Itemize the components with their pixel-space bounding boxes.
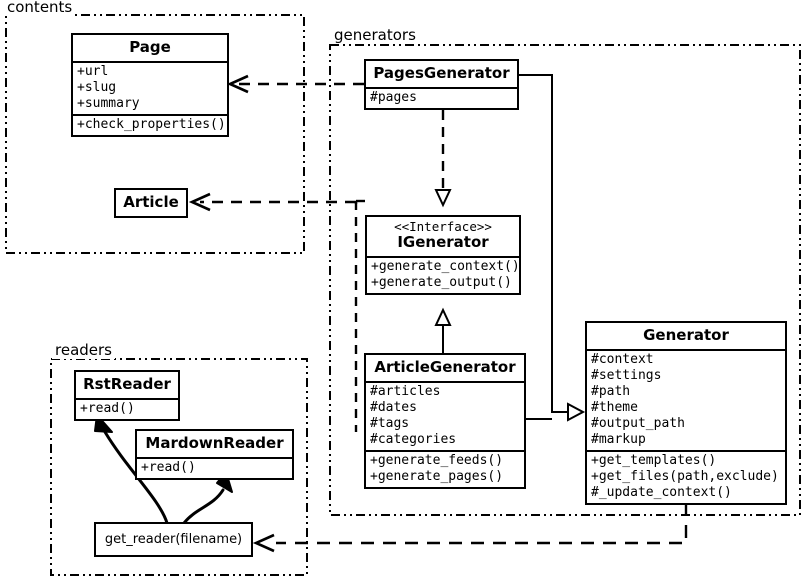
articlegenerator-attribute: #categories [370,432,457,447]
uml-class-article[interactable]: Article [114,188,188,218]
page-operation: +check_properties() [77,117,226,132]
uml-function-get-reader[interactable]: get_reader(filename) [94,522,253,557]
igenerator-class-name: IGenerator [397,233,489,251]
rstreader-class-name: RstReader [83,375,171,393]
uml-class-pagesgenerator[interactable]: PagesGenerator #pages [364,59,519,110]
mardownreader-class-name: MardownReader [145,434,284,452]
page-attribute: +summary [77,96,140,111]
generator-attribute: #output_path [591,416,685,431]
articlegenerator-operations: +generate_feeds() +generate_pages() [366,450,524,487]
articlegenerator-attribute: #dates [370,400,417,415]
page-attribute: +url [77,64,109,79]
realization-pagesgenerator-igenerator [434,110,452,208]
uml-interface-igenerator[interactable]: <<Interface>> IGenerator +generate_conte… [365,215,521,295]
igenerator-operation: +generate_output() [371,275,512,290]
page-operations: +check_properties() [73,114,227,135]
articlegenerator-attributes: #articles #dates #tags #categories [366,381,524,450]
rstreader-operation: +read() [80,401,135,416]
uml-class-articlegenerator[interactable]: ArticleGenerator #articles #dates #tags … [364,353,526,489]
generator-attribute: #markup [591,432,646,447]
package-label-generators: generators [331,27,419,44]
uml-class-generator[interactable]: Generator #context #settings #path #them… [585,321,787,505]
dependency-articlegenerator-article [188,192,358,212]
igenerator-operation: +generate_context() [371,259,520,274]
generator-attribute: #path [591,384,631,399]
igenerator-stereotype: <<Interface>> [394,219,492,234]
rstreader-operations: +read() [76,398,178,419]
page-class-name: Page [129,38,171,56]
articlegenerator-attribute: #tags [370,416,410,431]
articlegenerator-attribute: #articles [370,384,441,399]
pagesgenerator-attribute: #pages [370,90,417,105]
package-label-contents: contents [4,0,76,16]
mardownreader-operation: +read() [141,460,196,475]
generalization-articlegenerator-igenerator [434,307,452,355]
page-attribute: +slug [77,80,117,95]
get-reader-label: get_reader(filename) [104,532,243,547]
pagesgenerator-class-name: PagesGenerator [373,64,510,82]
pagesgenerator-attributes: #pages [366,87,517,108]
generator-operation: +get_files(path,exclude) [591,469,779,484]
dependency-pagesgenerator-page [226,74,364,94]
generator-attribute: #settings [591,368,662,383]
generator-operation: +get_templates() [591,453,717,468]
generator-operation: #_update_context() [591,485,732,500]
mardownreader-operations: +read() [137,457,292,478]
articlegenerator-operation: +generate_feeds() [370,453,504,468]
generator-attribute: #theme [591,400,638,415]
generalization-generators-generator [519,74,586,422]
generator-attribute: #context [591,352,654,367]
page-attributes: +url +slug +summary [73,61,227,114]
package-label-readers: readers [52,342,115,359]
generator-operations: +get_templates() +get_files(path,exclude… [587,450,785,503]
uml-class-mardownreader[interactable]: MardownReader +read() [135,429,294,480]
uml-class-rstreader[interactable]: RstReader +read() [74,370,180,421]
articlegenerator-operation: +generate_pages() [370,469,504,484]
dependency-generator-getreader [252,503,688,553]
generator-class-name: Generator [643,326,729,344]
uml-class-page[interactable]: Page +url +slug +summary +check_properti… [71,33,229,137]
article-class-name: Article [123,193,179,211]
generator-attributes: #context #settings #path #theme #output_… [587,349,785,450]
igenerator-operations: +generate_context() +generate_output() [367,256,520,293]
articlegenerator-class-name: ArticleGenerator [374,358,516,376]
